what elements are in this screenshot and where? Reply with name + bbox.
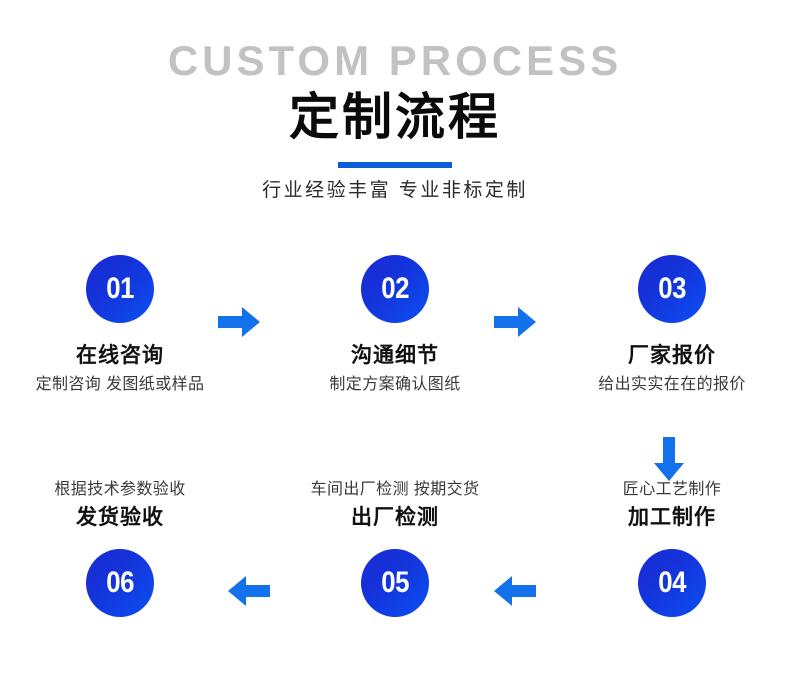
step-desc-03: 给出实实在在的报价 <box>598 376 746 394</box>
arrow-left-icon <box>494 574 536 608</box>
step-title-03: 厂家报价 <box>628 344 716 367</box>
step-number-badge-05: 05 <box>361 549 429 618</box>
step-title-05: 出厂检测 <box>351 506 439 529</box>
step-desc-04: 匠心工艺制作 <box>622 481 722 498</box>
step-desc-06: 根据技术参数验收 <box>54 481 186 498</box>
process-row-top: 01 在线咨询 定制咨询 发图纸或样品 02 沟通细节 制定方案确认图纸 03 … <box>0 255 790 425</box>
step-number-badge-02: 02 <box>361 255 429 323</box>
step-number-badge-01: 01 <box>86 255 154 323</box>
arrow-left-icon <box>228 574 270 608</box>
process-step-06: 根据技术参数验收 发货验收 06 <box>0 480 240 618</box>
step-title-02: 沟通细节 <box>351 344 439 367</box>
step-title-04: 加工制作 <box>628 506 716 529</box>
step-number-01: 01 <box>106 272 134 305</box>
process-step-02: 02 沟通细节 制定方案确认图纸 <box>275 255 515 395</box>
process-step-01: 01 在线咨询 定制咨询 发图纸或样品 <box>0 255 240 395</box>
step-title-01: 在线咨询 <box>76 344 164 367</box>
page-subtitle: 行业经验丰富 专业非标定制 <box>262 180 528 202</box>
title-divider-wrap <box>0 155 790 169</box>
step-desc-01: 定制咨询 发图纸或样品 <box>35 376 205 394</box>
page-title: 定制流程 <box>289 89 501 146</box>
step-desc-05: 车间出厂检测 按期交货 <box>310 481 480 498</box>
process-step-04: 匠心工艺制作 加工制作 04 <box>552 480 790 618</box>
step-number-03: 03 <box>658 272 686 305</box>
arrow-down-icon <box>652 437 686 481</box>
step-number-05: 05 <box>381 566 409 600</box>
title-divider <box>338 162 452 169</box>
step-number-02: 02 <box>381 272 409 305</box>
step-number-badge-04: 04 <box>638 549 706 618</box>
arrow-right-icon <box>218 305 260 339</box>
arrow-right-icon <box>494 305 536 339</box>
step-number-06: 06 <box>106 566 134 600</box>
process-step-05: 车间出厂检测 按期交货 出厂检测 05 <box>275 480 515 618</box>
step-number-badge-03: 03 <box>638 255 706 323</box>
process-row-bottom: 根据技术参数验收 发货验收 06 车间出厂检测 按期交货 出厂检测 05 匠心工… <box>0 480 790 650</box>
step-desc-02: 制定方案确认图纸 <box>329 376 461 394</box>
process-step-03: 03 厂家报价 给出实实在在的报价 <box>552 255 790 395</box>
step-title-06: 发货验收 <box>76 506 164 529</box>
step-number-04: 04 <box>658 566 686 600</box>
eyebrow-title: CUSTOM PROCESS <box>167 37 623 84</box>
header: CUSTOM PROCESS 定制流程 行业经验丰富 专业非标定制 <box>0 0 790 202</box>
step-number-badge-06: 06 <box>86 549 154 618</box>
